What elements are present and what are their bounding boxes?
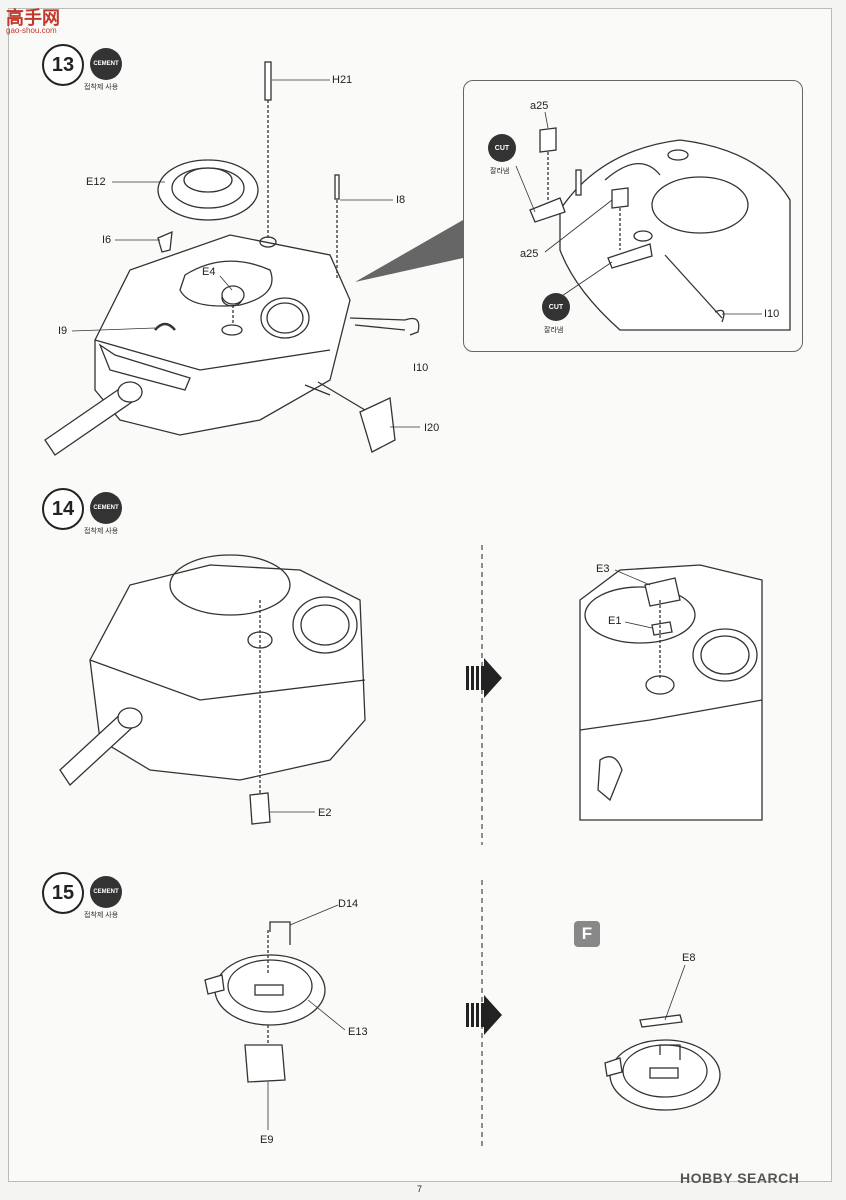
- part-label-e8: E8: [682, 952, 696, 964]
- step-15-number: 15: [42, 872, 84, 914]
- page-number: 7: [417, 1184, 423, 1194]
- step14-result-drawing: [579, 564, 763, 821]
- watermark: HOBBY SEARCH: [680, 1170, 800, 1186]
- cut-icon: CUT: [488, 134, 516, 162]
- part-label-i9: I9: [58, 325, 68, 337]
- part-label-i6: I6: [102, 234, 112, 246]
- part-label-h21: H21: [332, 74, 353, 86]
- part-label-e3: E3: [596, 563, 610, 575]
- part-label-e1: E1: [608, 615, 622, 627]
- cement-icon: CEMENT: [90, 48, 122, 80]
- cement-instruction: 접착제 사용: [84, 84, 119, 91]
- cut-icon: CUT: [542, 293, 570, 321]
- next-step-arrow-icon: [466, 995, 502, 1035]
- step-14-number: 14: [42, 488, 84, 530]
- cement-instruction: 접착제 사용: [84, 528, 119, 535]
- step-13-number: 13: [42, 44, 84, 86]
- step14-turret-drawing: [59, 554, 366, 825]
- inset-part-label-a25-top: a25: [530, 100, 549, 112]
- site-logo-url: gao-shou.com: [6, 26, 57, 35]
- part-label-e2: E2: [318, 807, 332, 819]
- part-label-d14: D14: [338, 898, 359, 910]
- part-label-i20: I20: [424, 422, 440, 434]
- site-logo: 高手网: [6, 8, 60, 29]
- part-label-e13: E13: [348, 1026, 368, 1038]
- detail-inset-panel: [463, 80, 803, 352]
- cement-icon: CEMENT: [90, 492, 122, 524]
- inset-part-label-a25-bottom: a25: [520, 248, 539, 260]
- next-step-arrow-icon: [466, 658, 502, 698]
- part-label-e4: E4: [202, 266, 216, 278]
- cut-instruction: 잘라냄: [544, 327, 564, 334]
- step15-result-drawing: [604, 1014, 721, 1111]
- cut-instruction: 잘라냄: [490, 168, 510, 175]
- inset-part-label-i10: I10: [764, 308, 780, 320]
- part-label-e9: E9: [260, 1134, 274, 1146]
- part-label-i8: I8: [396, 194, 406, 206]
- subassembly-badge: F: [574, 921, 600, 947]
- step15-hatch-drawing: [204, 921, 326, 1083]
- part-label-e12: E12: [86, 176, 106, 188]
- part-label-i10: I10: [413, 362, 429, 374]
- cement-icon: CEMENT: [90, 876, 122, 908]
- cement-instruction: 접착제 사용: [84, 912, 119, 919]
- step13-turret-drawing: [44, 61, 420, 456]
